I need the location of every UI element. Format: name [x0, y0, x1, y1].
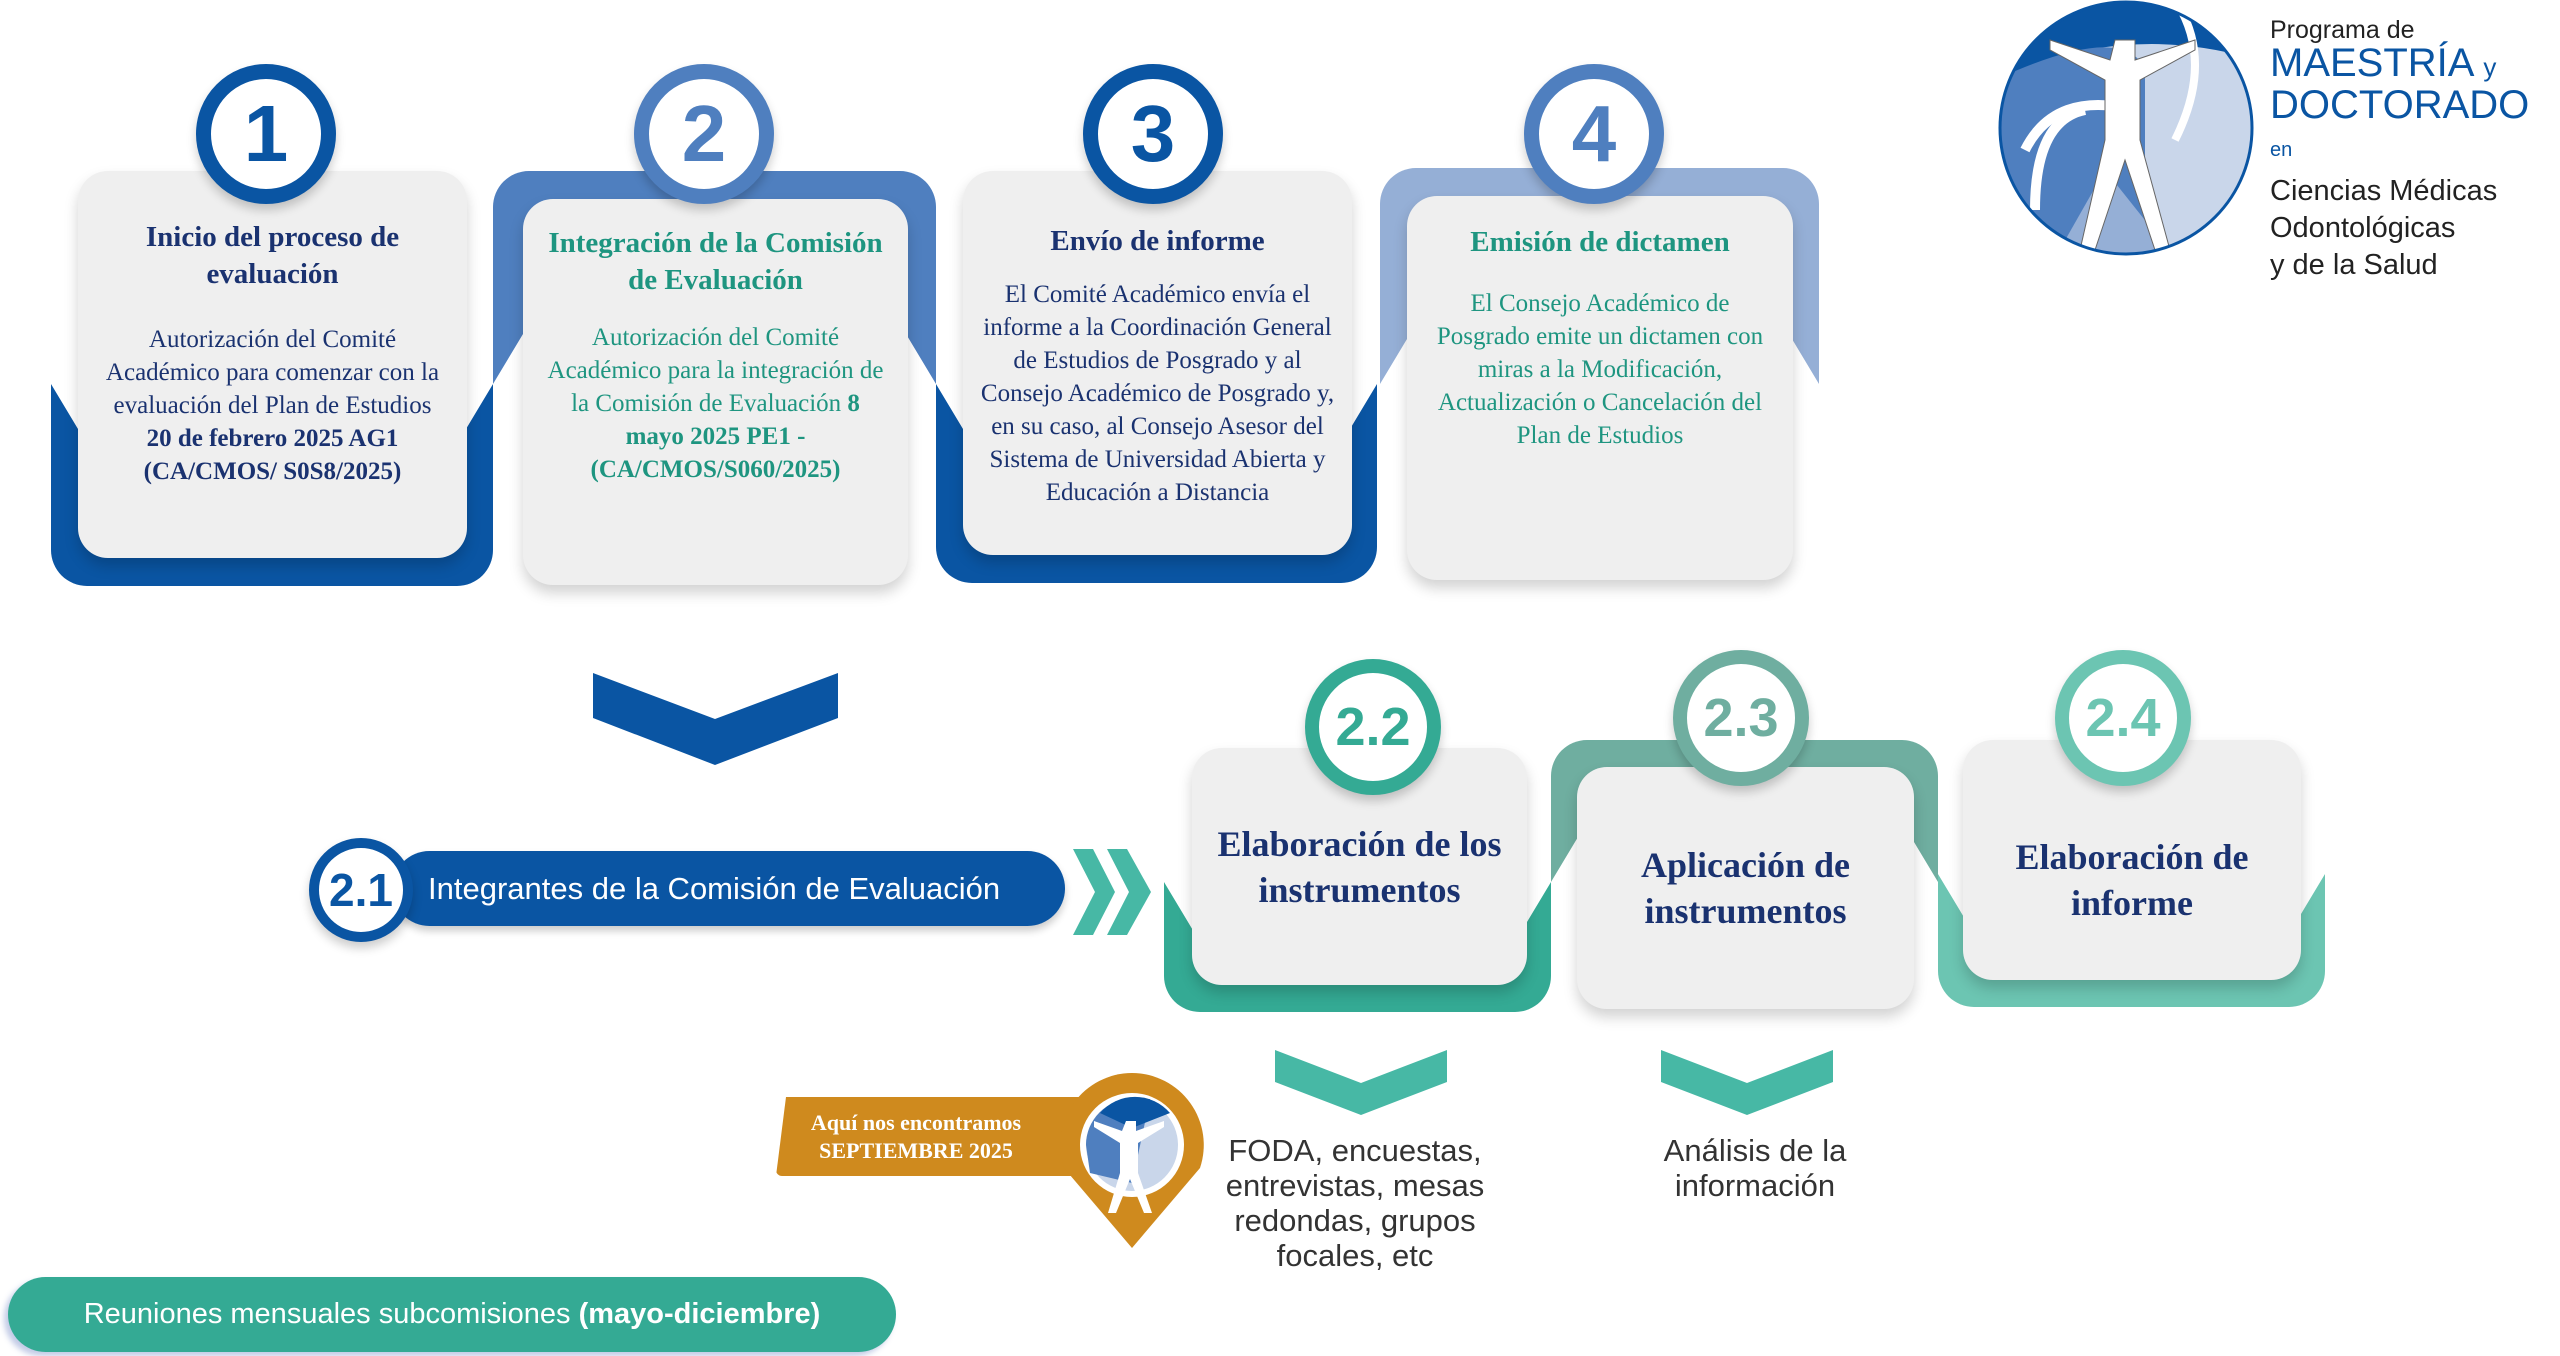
substep-2-4-number: 2.4: [2055, 650, 2191, 786]
logo-line-5: Odontológicas: [2270, 212, 2456, 244]
step-2-card: Integración de la Comisión de Evaluación…: [523, 199, 908, 585]
substep-2-2-number: 2.2: [1305, 659, 1441, 795]
chevron-down-icon: [1275, 1050, 1447, 1115]
step-1-number: 1: [196, 64, 336, 204]
step-4-title: Emisión de dictamen: [1470, 226, 1730, 258]
step-4-body: El Consejo Académico de Posgrado emite u…: [1436, 290, 1764, 449]
substep-2-3-number: 2.3: [1673, 650, 1809, 786]
logo-en: en: [2270, 139, 2293, 161]
step-2-date: 8 mayo 2025 PE1 - (CA/CMOS/S060/2025): [590, 390, 860, 483]
logo-doctorado: DOCTORADO: [2270, 83, 2530, 127]
substep-2-3-card: Aplicación de instrumentos: [1577, 767, 1914, 1009]
substep-2-2-note: FODA, encuestas, entrevistas, mesas redo…: [1225, 1133, 1485, 1273]
substep-2-3-note: Análisis de la información: [1663, 1133, 1847, 1203]
substep-2-4-title: Elaboración de informe: [2015, 837, 2249, 923]
step-2-title: Integración de la Comisión de Evaluación: [548, 227, 883, 296]
substep-2-1-label: Integrantes de la Comisión de Evaluación: [428, 871, 1001, 906]
monthly-meetings-pill: Reuniones mensuales subcomisiones (mayo-…: [8, 1277, 896, 1352]
location-pin-icon: [1060, 1073, 1204, 1248]
step-3-body: El Comité Académico envía el informe a l…: [980, 281, 1335, 506]
meetings-label: Reuniones mensuales subcomisiones: [83, 1298, 579, 1330]
step-2-body: Autorización del Comité Académico para l…: [547, 324, 884, 417]
substep-2-3-title: Aplicación de instrumentos: [1640, 845, 1850, 931]
marker-line-2: SEPTIEMBRE 2025: [819, 1138, 1013, 1163]
step-4-number: 4: [1524, 64, 1664, 204]
logo-maestria: Maestría: [2270, 41, 2473, 85]
step-4-card: Emisión de dictamen El Consejo Académico…: [1407, 196, 1793, 580]
chevron-down-icon: [1661, 1050, 1833, 1115]
chevron-down-icon: [593, 673, 838, 765]
step-3-title: Envío de informe: [1050, 225, 1265, 257]
marker-line-1: Aquí nos encontramos: [810, 1110, 1022, 1135]
step-1-body: Autorización del Comité Académico para c…: [105, 326, 440, 419]
step-1-title: Inicio del proceso de evaluación: [145, 221, 400, 290]
substep-2-1-number: 2.1: [309, 838, 413, 942]
double-chevron-right-icon: [1073, 849, 1151, 935]
substep-2-1-bar: Integrantes de la Comisión de Evaluación: [392, 851, 1065, 926]
logo-line-6: y de la Salud: [2270, 249, 2438, 281]
vitruvian-logo-icon: [1998, 0, 2254, 256]
step-3-card: Envío de informe El Comité Académico env…: [963, 171, 1352, 555]
meetings-period: (mayo-diciembre): [578, 1298, 821, 1330]
step-3-number: 3: [1083, 64, 1223, 204]
logo-y: y: [2483, 52, 2497, 82]
substep-2-2-title: Elaboración de los instrumentos: [1217, 823, 1502, 910]
current-position-banner: Aquí nos encontramos SEPTIEMBRE 2025: [776, 1097, 1096, 1176]
step-1-card: Inicio del proceso de evaluación Autoriz…: [78, 171, 467, 558]
substep-2-4-card: Elaboración de informe: [1963, 740, 2301, 980]
logo-line-1: Programa de: [2270, 16, 2415, 44]
step-2-number: 2: [634, 64, 774, 204]
program-logo: Programa de Maestría y DOCTORADO en Cien…: [1995, 0, 2560, 281]
step-1-date: 20 de febrero 2025 AG1 (CA/CMOS/ S0S8/20…: [143, 425, 402, 485]
logo-line-4: Ciencias Médicas: [2270, 175, 2498, 207]
